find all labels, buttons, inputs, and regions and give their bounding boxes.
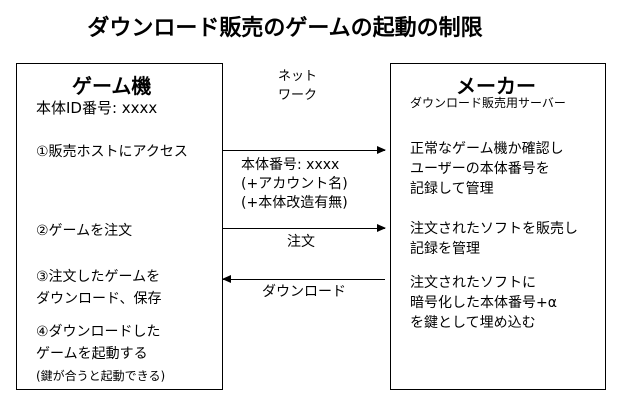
step-3-line-1: ③注文したゲームを xyxy=(36,269,161,285)
maker-subheader: ダウンロード販売用サーバー xyxy=(410,96,566,110)
step-4-line-1: ④ダウンロードした xyxy=(36,324,161,340)
message-mod-status: (+本体改造有無) xyxy=(241,195,348,211)
maker-block-2-line-2: 記録を管理 xyxy=(410,241,480,257)
arrow-order-to-maker xyxy=(223,224,386,232)
message-account-name: (+アカウント名) xyxy=(241,176,348,192)
arrow-download-to-console xyxy=(222,275,385,283)
maker-header: メーカー xyxy=(456,74,536,98)
message-console-number: 本体番号: xxxx xyxy=(241,157,340,173)
maker-block-1-line-2: ユーザーの本体番号を xyxy=(410,161,550,177)
maker-block-3-line-3: を鍵として埋め込む xyxy=(410,315,536,331)
step-1-access-host: ①販売ホストにアクセス xyxy=(36,144,188,160)
message-order: 注文 xyxy=(287,234,315,250)
network-label-line-1: ネット xyxy=(278,69,318,84)
step-2-order-game: ②ゲームを注文 xyxy=(36,223,133,239)
maker-block-3-line-1: 注文されたソフトに xyxy=(410,275,536,291)
maker-block-2-line-1: 注文されたソフトを販売し xyxy=(410,221,578,237)
step-4-line-2: ゲームを起動する xyxy=(36,346,148,362)
game-console-box xyxy=(16,63,223,390)
console-id-line: 本体ID番号: xxxx xyxy=(36,99,158,117)
maker-block-1-line-3: 記録して管理 xyxy=(410,181,494,197)
step-3-line-2: ダウンロード、保存 xyxy=(36,291,162,307)
diagram-title: ダウンロード販売のゲームの起動の制限 xyxy=(87,16,483,41)
maker-block-3-line-2: 暗号化した本体番号+α xyxy=(410,295,557,311)
arrow-access-to-maker xyxy=(223,146,386,154)
step-4-note: (鍵が合うと起動できる) xyxy=(36,369,166,383)
maker-block-1-line-1: 正常なゲーム機か確認し xyxy=(410,141,564,157)
game-console-header: ゲーム機 xyxy=(72,74,152,98)
message-download: ダウンロード xyxy=(262,284,346,300)
maker-server-box xyxy=(390,63,606,390)
network-label-line-2: ワーク xyxy=(278,88,318,103)
